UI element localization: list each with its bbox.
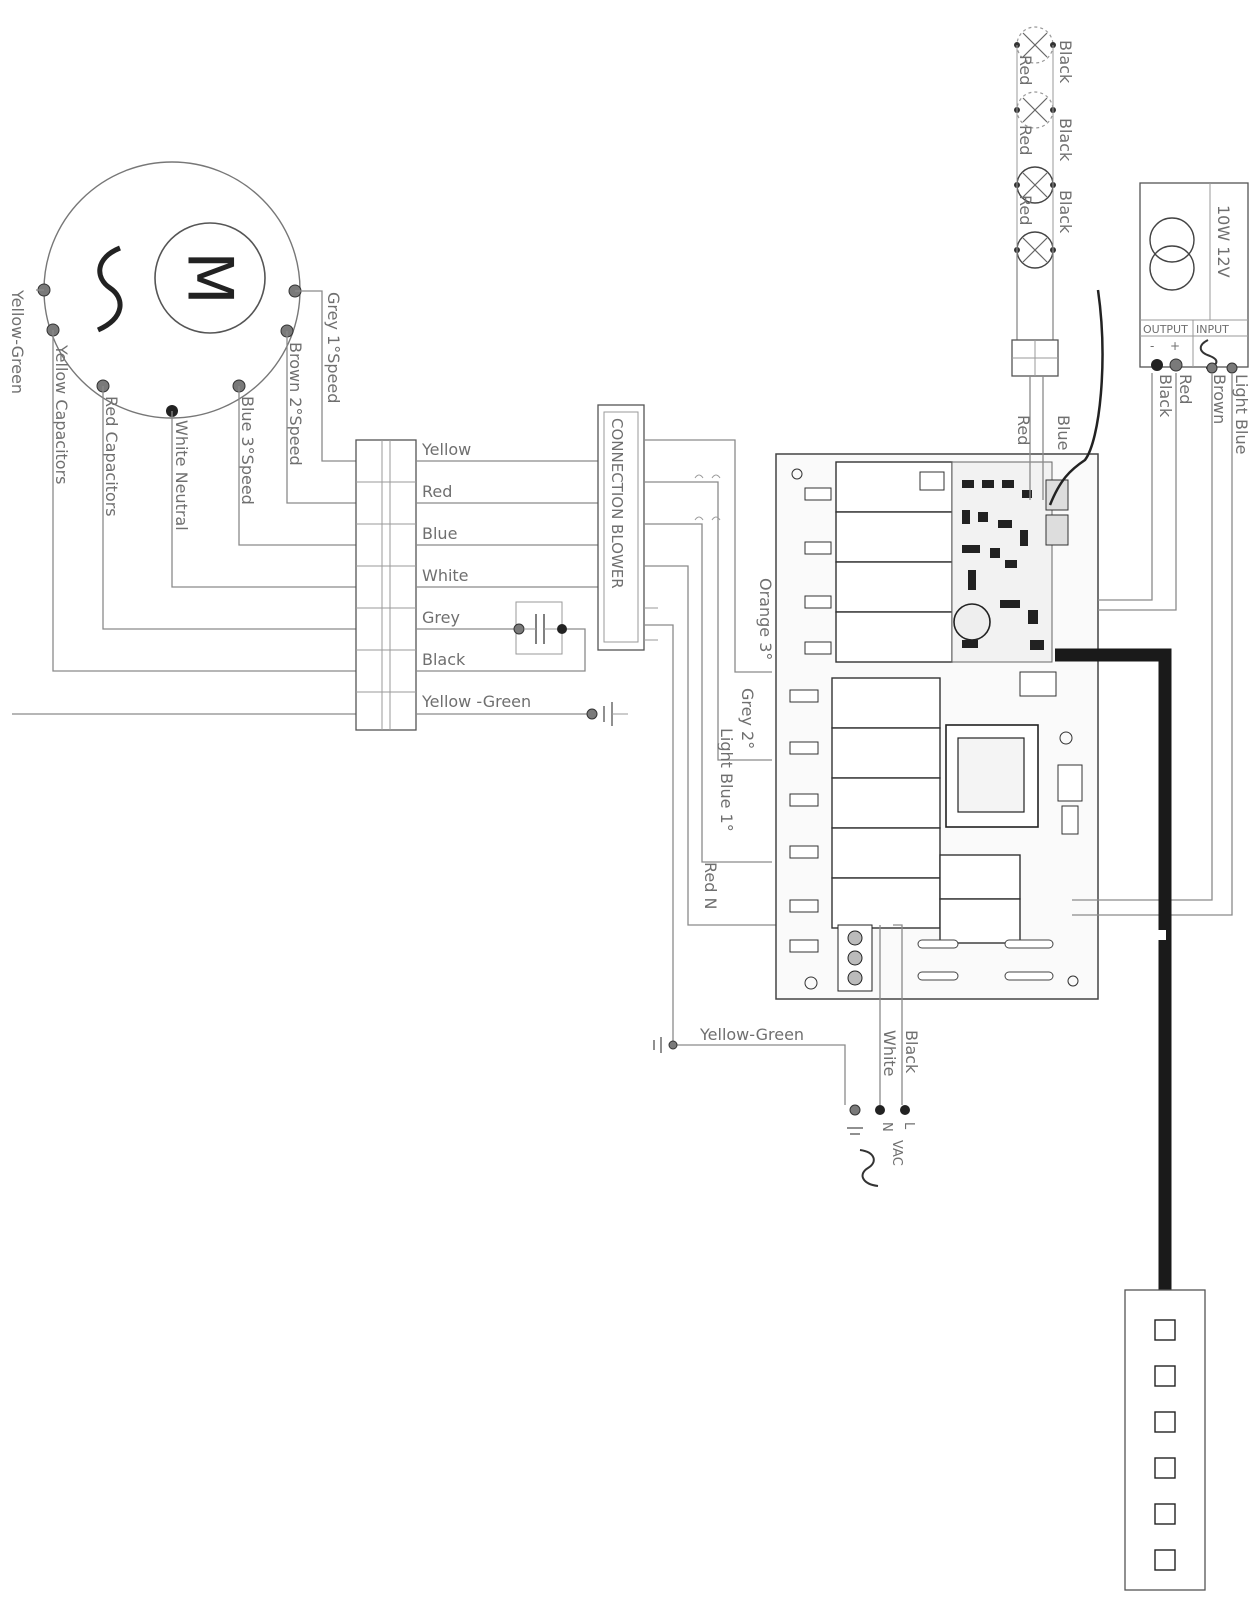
transformer-wire-labels: Black Red Brown Light Blue	[1156, 374, 1251, 454]
wire-label-yellow-green: Yellow-Green	[8, 289, 27, 394]
motor: M	[37, 161, 302, 419]
mains-black-label: Black	[902, 1030, 921, 1074]
led-icon	[1154, 1319, 1176, 1341]
terminal-label-blue: Blue	[422, 524, 457, 543]
lamp-label-red: Red	[1016, 55, 1035, 85]
led-cable	[1055, 648, 1172, 1290]
led-icon	[1154, 1457, 1176, 1479]
transformer-wires	[1072, 373, 1233, 916]
led-icon	[1154, 1365, 1176, 1387]
mains-n-label: N	[879, 1122, 894, 1132]
transformer-output-plus: +	[1170, 339, 1180, 353]
transformer-rating: 10W 12V	[1214, 205, 1233, 278]
transformer-wire-light-blue: Light Blue	[1232, 374, 1251, 454]
lamp-label-black: Black	[1056, 40, 1075, 84]
lead-label-grey: Grey 2°	[738, 688, 757, 749]
lamp-label-black: Black	[1056, 118, 1075, 162]
wire-label-yellow-capacitors: Yellow Capacitors	[52, 344, 71, 485]
terminal-label-black: Black	[422, 650, 466, 669]
terminal-label-white: White	[422, 566, 469, 585]
transformer-wire-red: Red	[1176, 374, 1195, 404]
transformer-wire-brown: Brown	[1210, 374, 1229, 424]
transformer-input-label: INPUT	[1196, 323, 1229, 336]
mains-wires	[673, 924, 903, 1105]
motor-wire-labels: Yellow-Green Yellow Capacitors Red Capac…	[8, 289, 343, 531]
led-icon	[1154, 1549, 1176, 1571]
terminal-label-grey: Grey	[422, 608, 460, 627]
wire-label-brown-2speed: Brown 2°Speed	[286, 342, 305, 466]
mains-terminals: White Black N L VAC	[847, 1030, 921, 1187]
connection-blower-box: CONNECTION BLOWER	[597, 404, 658, 651]
pcb-lead-labels: Orange 3° Grey 2° Light Blue 1° Red N	[701, 578, 775, 909]
motor-wires	[12, 289, 360, 715]
control-board	[775, 453, 1099, 1000]
lead-label-orange: Orange 3°	[756, 578, 775, 660]
motor-symbol: M	[174, 251, 247, 305]
led-transformer: 10W 12V OUTPUT INPUT - +	[1139, 182, 1249, 374]
capacitor	[513, 601, 567, 655]
terminal-label-yellow-green: Yellow -Green	[421, 692, 531, 711]
wire-label-red-capacitors: Red Capacitors	[102, 396, 121, 517]
led-strip	[1124, 1289, 1206, 1591]
ac-symbol-icon	[96, 245, 123, 333]
connection-blower-label: CONNECTION BLOWER	[608, 418, 626, 589]
terminal-label-yellow: Yellow	[421, 440, 471, 459]
ground-icon	[586, 702, 628, 726]
connection-to-pcb-wires	[644, 439, 810, 1045]
block-to-connection-wires	[416, 460, 598, 715]
terminal-block	[355, 439, 417, 731]
wire-label-white-neutral: White Neutral	[172, 420, 191, 531]
wire-label-blue-3speed: Blue 3°Speed	[238, 396, 257, 505]
transformer-wire-black: Black	[1156, 374, 1175, 418]
lead-label-light-blue: Light Blue 1°	[717, 728, 736, 832]
wire-label-grey-1speed: Grey 1°Speed	[324, 292, 343, 403]
mains-ground: Yellow-Green	[653, 1025, 804, 1053]
mains-ground-label: Yellow-Green	[699, 1025, 804, 1044]
mains-white-label: White	[880, 1030, 899, 1077]
terminal-label-red: Red	[422, 482, 452, 501]
transformer-output-minus: -	[1150, 339, 1154, 353]
lamp-label-black: Black	[1056, 190, 1075, 234]
led-icon	[1154, 1503, 1176, 1525]
led-icon	[1154, 1411, 1176, 1433]
ac-supply-icon	[859, 1149, 879, 1187]
mains-l-label: L	[901, 1122, 916, 1130]
lamp-label-red: Red	[1016, 125, 1035, 155]
lamps	[1011, 26, 1059, 500]
lamp-label-red: Red	[1016, 195, 1035, 225]
mains-vac-label: VAC	[889, 1140, 904, 1166]
lamp-cable-label-blue: Blue	[1054, 415, 1073, 450]
lamp-labels: Black Black Black Red Red Red Red Blue	[1014, 40, 1075, 450]
terminal-labels: Yellow Red Blue White Grey Black Yellow …	[421, 440, 531, 711]
transformer-output-label: OUTPUT	[1143, 323, 1188, 336]
antenna-wire	[1048, 289, 1104, 506]
lamp-cable-label-red: Red	[1014, 415, 1033, 445]
lead-label-red-n: Red N	[701, 862, 720, 909]
